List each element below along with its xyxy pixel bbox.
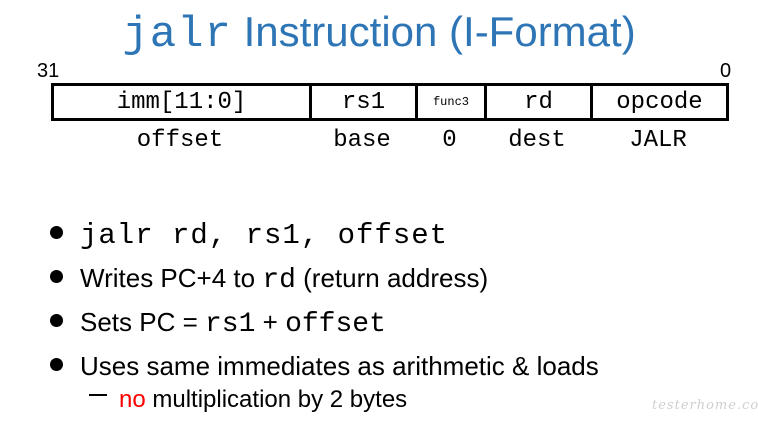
title-instruction-name: jalr xyxy=(122,10,232,60)
bullet-sets-offset: offset xyxy=(285,309,386,340)
desc-rd: dest xyxy=(508,127,566,154)
bullet-sets-pre: Sets PC = xyxy=(80,307,205,337)
bullet-dot-icon xyxy=(50,358,63,371)
field-imm: imm[11:0] xyxy=(54,86,312,118)
bullet-writes-post: (return address) xyxy=(295,263,489,293)
slide-title: jalr Instruction (I-Format) xyxy=(0,6,758,61)
bullet-dot-icon xyxy=(50,226,63,239)
dash-icon xyxy=(89,393,107,396)
bullet-sets-plus: + xyxy=(255,307,286,337)
desc-opcode: JALR xyxy=(629,127,687,154)
bullet-writes-pc: Writes PC+4 to rd (return address) xyxy=(48,256,599,300)
field-opcode: opcode xyxy=(616,88,703,116)
watermark: testerhome.com xyxy=(652,398,758,413)
bullet-immediates: Uses same immediates as arithmetic & loa… xyxy=(48,344,599,388)
desc-rs1: base xyxy=(333,127,391,154)
bit-label-high: 31 xyxy=(37,60,60,82)
bullet-writes-code: rd xyxy=(262,265,296,296)
bullet-dot-icon xyxy=(50,270,63,283)
bullet-dot-icon xyxy=(50,314,63,327)
bullet-syntax: jalr rd, rs1, offset xyxy=(48,212,599,256)
bullet-syntax-text: jalr rd, rs1, offset xyxy=(80,219,449,252)
bullet-sets-pc: Sets PC = rs1 + offset xyxy=(48,300,599,344)
bit-label-low: 0 xyxy=(720,60,732,82)
instruction-format-box: imm[11:0] rs1 func3 rd opcode xyxy=(51,83,729,121)
bullet-writes-pre: Writes PC+4 to xyxy=(80,263,263,293)
title-text: Instruction (I-Format) xyxy=(243,8,636,55)
sub-bullet-text: multiplication by 2 bytes xyxy=(145,386,408,413)
desc-imm: offset xyxy=(136,127,224,154)
desc-func3: 0 xyxy=(442,127,457,154)
field-rd: rd xyxy=(487,86,593,118)
field-rs1: rs1 xyxy=(312,86,418,118)
field-func3: func3 xyxy=(418,86,487,118)
bullet-immediates-text: Uses same immediates as arithmetic & loa… xyxy=(80,351,599,381)
sub-bullet-no: no xyxy=(119,386,146,413)
bullet-list: jalr rd, rs1, offset Writes PC+4 to rd (… xyxy=(48,212,599,388)
bullet-sets-rs1: rs1 xyxy=(205,309,256,340)
sub-bullet: no multiplication by 2 bytes xyxy=(89,384,407,416)
